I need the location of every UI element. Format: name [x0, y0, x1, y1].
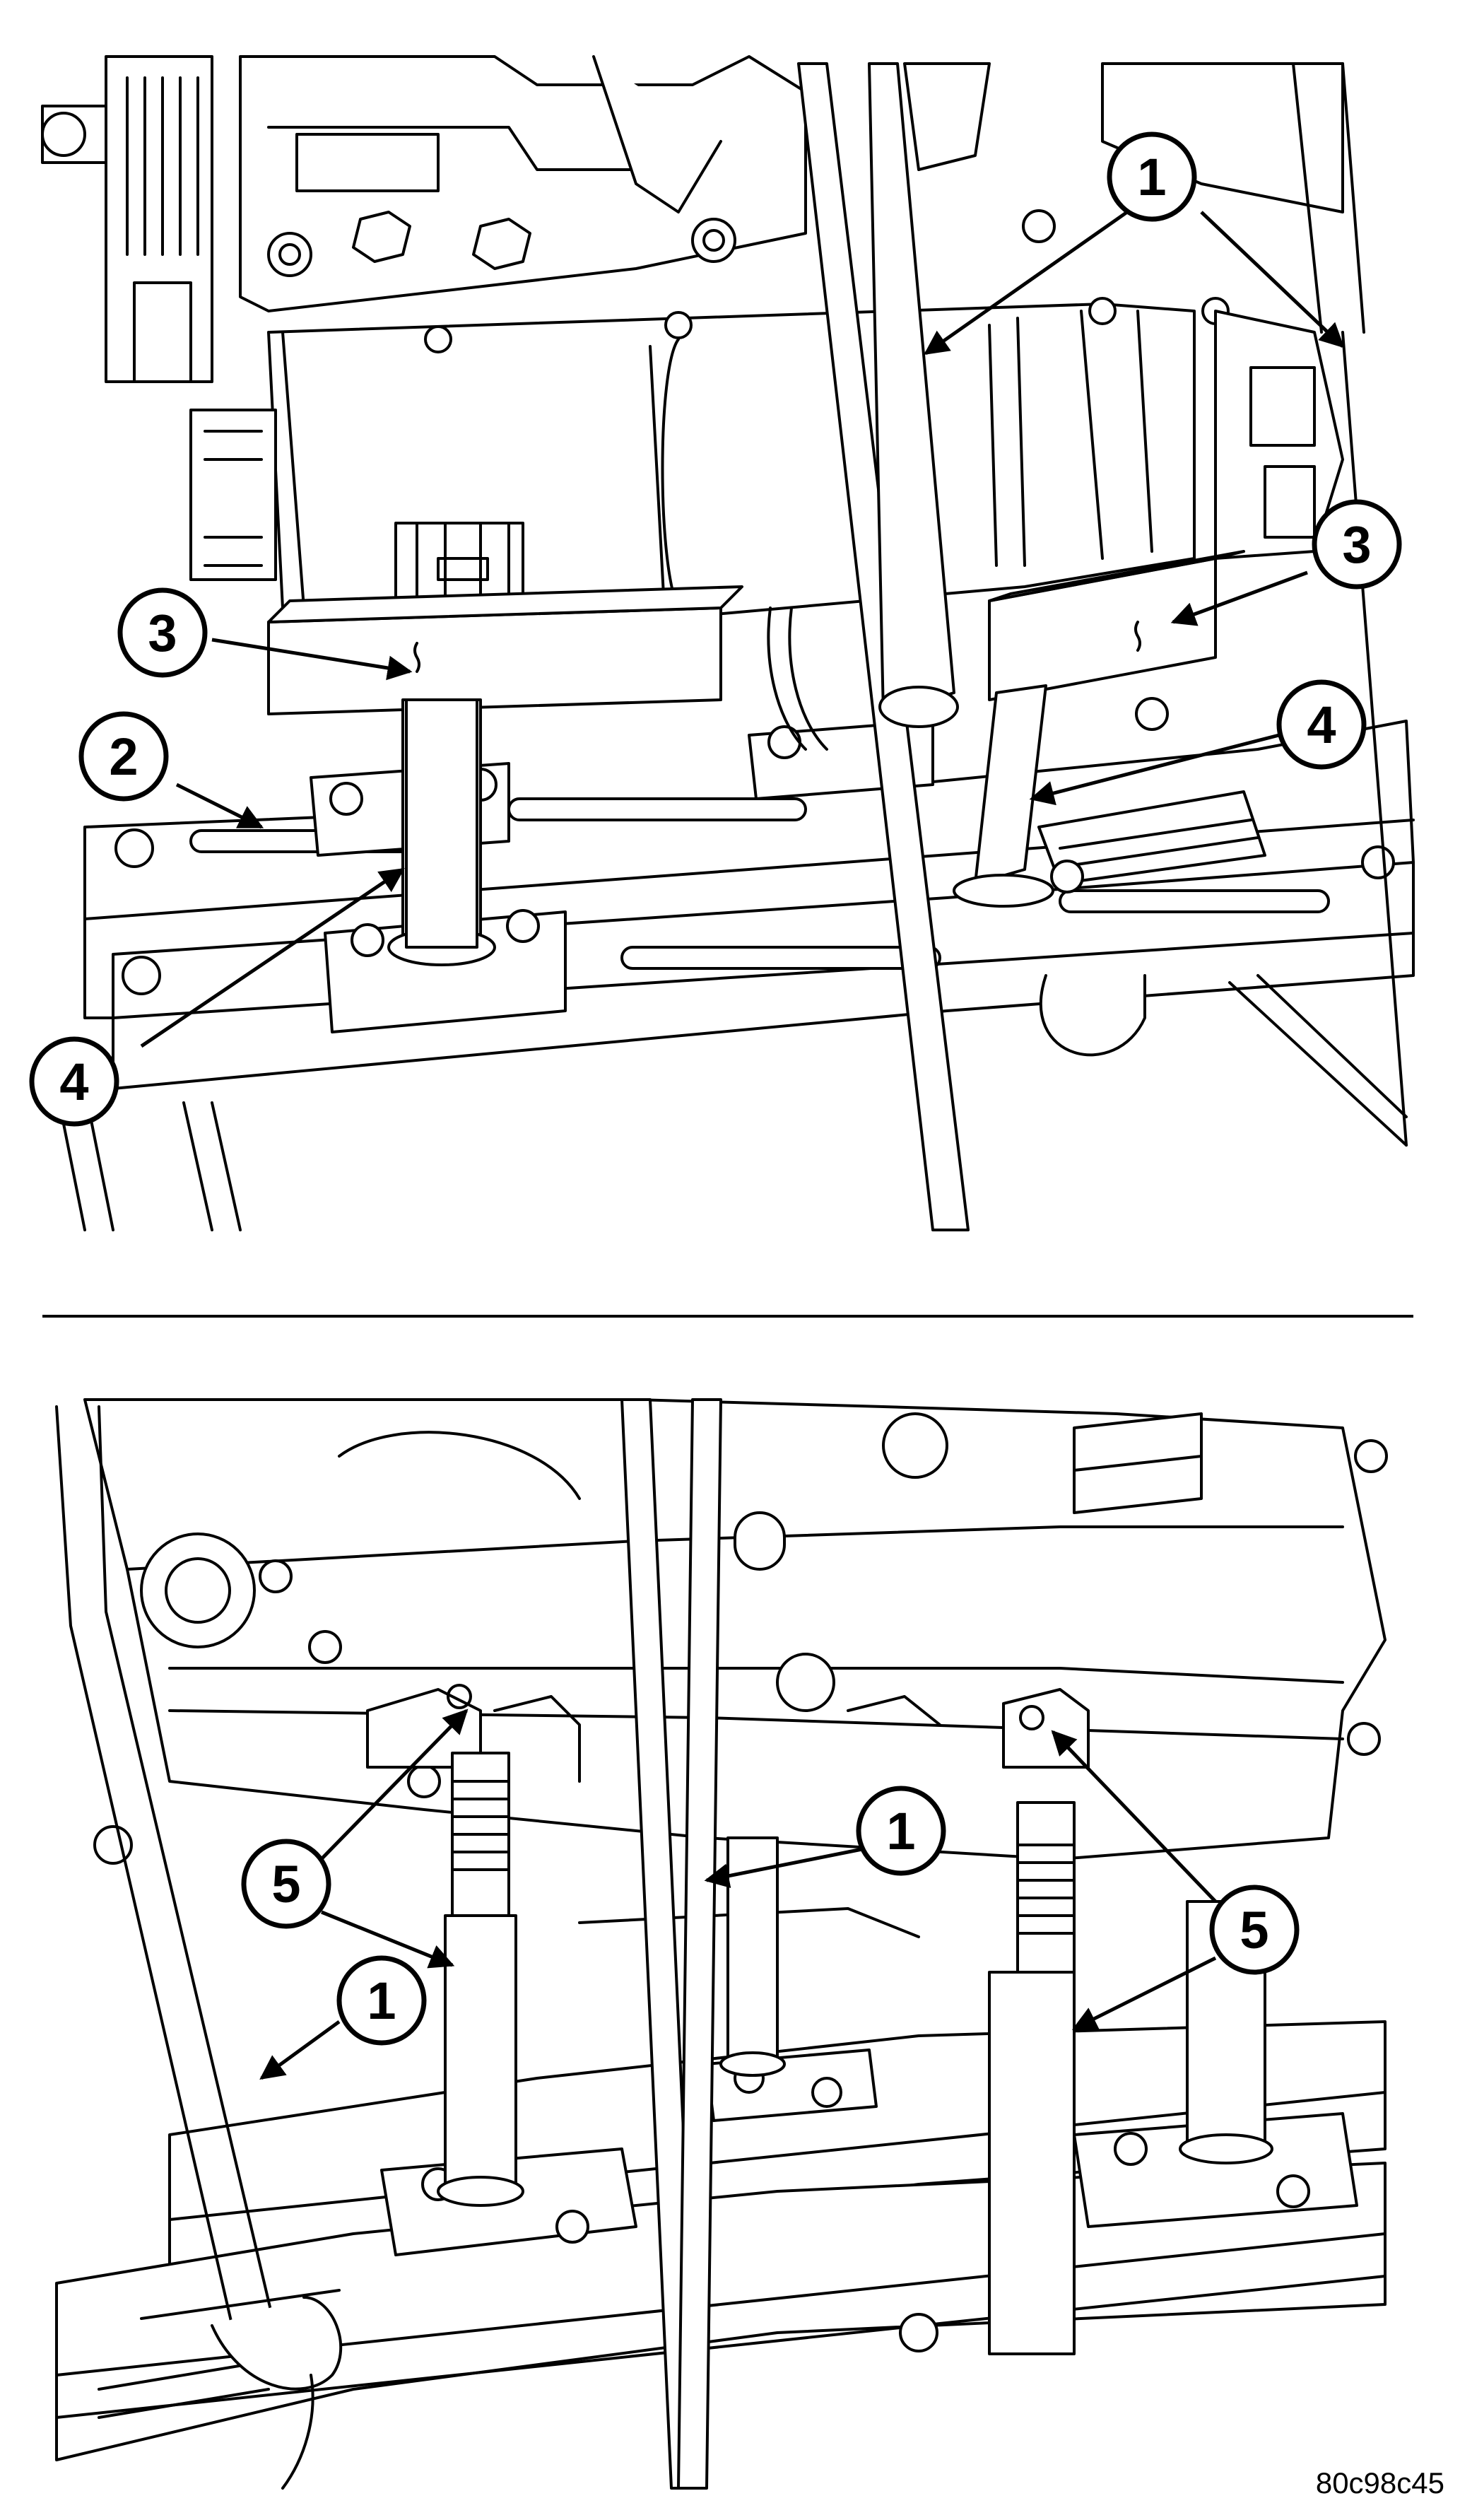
bolts-top: [116, 698, 1394, 994]
support-pad-left: [325, 910, 565, 1032]
svg-text:1: 1: [367, 1971, 396, 2030]
accessory-pulley: [42, 57, 212, 382]
stand-frame: [57, 975, 1406, 1230]
svg-text:1: 1: [1137, 148, 1166, 206]
top-leaders: [141, 212, 1345, 1046]
callout-1-center: 1: [859, 1788, 943, 1873]
callout-5-right: 5: [1212, 1887, 1297, 1972]
svg-text:1: 1: [886, 1802, 915, 1860]
stand-upright-bottom: [57, 1400, 721, 2488]
wiring-harness-top: [768, 608, 827, 749]
top-panel: [42, 57, 1413, 1230]
wood-block-right: [989, 551, 1244, 700]
threaded-post-left: [438, 1753, 523, 2205]
svg-text:5: 5: [271, 1855, 300, 1914]
callout-1-top: 1: [1109, 134, 1194, 219]
wood-block-left: [269, 587, 742, 714]
svg-text:4: 4: [1307, 696, 1336, 754]
oil-pan: [269, 298, 1228, 622]
callout-4-right: 4: [1279, 682, 1364, 767]
svg-text:2: 2: [109, 727, 138, 786]
callout-3-left: 3: [120, 590, 205, 675]
svg-text:4: 4: [59, 1053, 88, 1111]
support-post-left: [389, 700, 495, 965]
svg-text:5: 5: [1240, 1901, 1268, 1959]
callout-2-top: 2: [81, 714, 166, 799]
support-post-bottom-mid: [721, 1838, 784, 2075]
callout-1-left: 1: [339, 1958, 424, 2043]
engine-block-top: [240, 57, 1343, 311]
figure-id-label: 80c98c45: [1315, 2466, 1444, 2500]
callout-5-left: 5: [244, 1841, 329, 1926]
bottom-panel: [57, 1400, 1387, 2488]
stand-upright: [799, 64, 1406, 1230]
svg-text:3: 3: [148, 604, 177, 662]
threaded-post-right: [989, 1803, 1074, 2354]
engine-block-bottom: [85, 1400, 1387, 1863]
callout-4-left: 4: [32, 1039, 117, 1124]
svg-text:3: 3: [1342, 515, 1371, 574]
engine-right-side: [1215, 311, 1343, 558]
cross-rails: [85, 721, 1413, 1089]
bottom-leaders: [259, 1709, 1215, 2080]
callout-3-right: 3: [1314, 502, 1399, 587]
wiring-connector: [191, 410, 276, 580]
support-post-right: [954, 686, 1053, 906]
